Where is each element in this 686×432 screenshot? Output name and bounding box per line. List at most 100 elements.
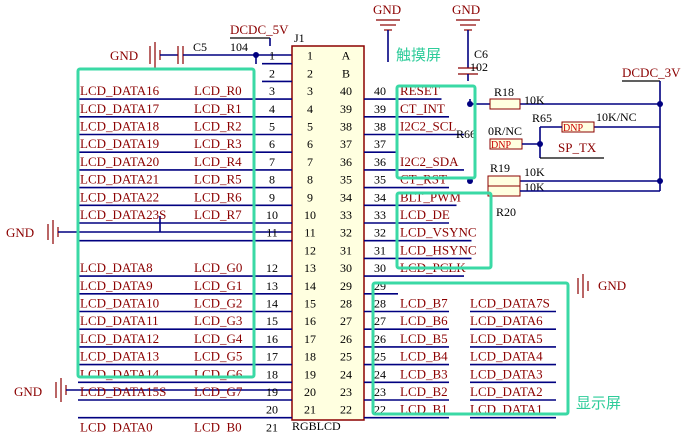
connector-pin-right: 34: [340, 190, 352, 204]
pin-number-left: 12: [266, 261, 278, 275]
pin-number-left: 8: [269, 173, 275, 187]
gnd-symbol-top-2: [456, 19, 480, 31]
connector-ref: J1: [294, 31, 305, 45]
net-label-int: LCD_R3: [194, 136, 242, 151]
net-label-ext: LCD_DATA11: [80, 313, 159, 328]
pin-number-right: 35: [374, 173, 386, 187]
pin-number-right: 30: [374, 261, 386, 275]
connector-pin-right: 33: [340, 208, 352, 222]
pin-number-left: 7: [269, 155, 275, 169]
net-label-ext: LCD_DATA18: [80, 119, 159, 134]
net-label-ext: LCD_DATA15S: [80, 384, 166, 399]
connector-pin-right: 27: [340, 314, 352, 328]
pin-number-right: 25: [374, 350, 386, 364]
r65-value: 10K/NC: [596, 110, 637, 124]
resistor-r18: [470, 98, 521, 110]
net-label-right: LCD_B4: [400, 349, 448, 364]
c6-ref: C6: [474, 47, 488, 61]
connector-pin-left: 2: [307, 66, 313, 80]
gnd-label-bottom: GND: [14, 384, 42, 399]
dcdc-5v-label: DCDC_5V: [230, 22, 289, 37]
display-note: 显示屏: [576, 394, 621, 412]
resistor-r19: [487, 175, 521, 187]
resistor-r20: [487, 185, 521, 197]
connector-pin-left: 21: [304, 403, 316, 417]
connector-name: RGBLCD: [292, 419, 341, 432]
connector-pin-left: 6: [307, 137, 313, 151]
net-label-blue-data: LCD_DATA2: [470, 384, 543, 399]
net-label-ext: LCD_DATA9: [80, 278, 153, 293]
r18-value: 10K: [524, 93, 545, 107]
pin-number-left: 2: [269, 66, 275, 80]
pin-number-right: 24: [374, 367, 386, 381]
net-label-right: LCD_B7: [400, 296, 448, 311]
net-label-blue-data: LCD_DATA7S: [470, 296, 550, 311]
net-label-int: LCD_G3: [194, 313, 242, 328]
connector-pin-left: 8: [307, 173, 313, 187]
net-label-ext: LCD_DATA21: [80, 172, 159, 187]
connector-pin-left: 19: [304, 367, 316, 381]
connector-pin-left: 14: [304, 279, 316, 293]
pin-number-left: 20: [266, 403, 278, 417]
net-label-ext: LCD_DATA19: [80, 136, 159, 151]
pin-number-left: 11: [266, 226, 278, 240]
pin-number-right: 32: [374, 226, 386, 240]
touch-screen-note: 触摸屏: [396, 46, 441, 64]
r20-ref: R20: [496, 205, 516, 219]
net-label-ext: LCD_DATA10: [80, 296, 159, 311]
net-label-right: LCD_HSYNC: [400, 242, 477, 257]
net-label-int: LCD_G7: [194, 384, 243, 399]
gnd-label-top-1: GND: [373, 2, 401, 17]
net-label-int: LCD_G0: [194, 260, 242, 275]
net-label-ext: LCD_DATA12: [80, 331, 159, 346]
connector-pin-right: 30: [340, 261, 352, 275]
net-label-ext: LCD_DATA16: [80, 83, 160, 98]
connector-pin-left: 15: [304, 297, 316, 311]
connector-body: [291, 45, 365, 421]
connector-pin-left: 20: [304, 385, 316, 399]
pin-number-left: 16: [266, 332, 278, 346]
highlight-touch: [395, 84, 477, 180]
connector-pin-right: B: [342, 66, 350, 80]
pin-number-right: 34: [374, 190, 386, 204]
pin-number-right: 31: [374, 243, 386, 257]
connector-pin-right: 23: [340, 385, 352, 399]
net-label-int: LCD_R5: [194, 172, 242, 187]
net-label-right: I2C2_SDA: [400, 154, 459, 169]
gnd-symbol-top-1: [376, 19, 400, 31]
connector-pin-right: 35: [340, 173, 352, 187]
r20-value: 10K: [524, 180, 545, 194]
net-label-int: LCD_G1: [194, 278, 242, 293]
pin-number-left: 15: [266, 314, 278, 328]
r18-ref: R18: [494, 85, 514, 99]
pin-number-left: 6: [269, 137, 275, 151]
net-label-right: CT_INT: [400, 101, 445, 116]
net-label-ext: LCD_DATA13: [80, 349, 159, 364]
connector-pin-right: 26: [340, 332, 352, 346]
pin-number-right: 29: [374, 279, 386, 293]
net-label-int: LCD_G5: [194, 349, 242, 364]
gnd-label-right: GND: [598, 278, 626, 293]
pin-number-right: 37: [374, 137, 386, 151]
sp-tx-net: SP_TX: [558, 140, 597, 155]
connector-pin-left: 16: [304, 314, 316, 328]
pin-number-right: 39: [374, 102, 386, 116]
net-label-int: LCD_R6: [194, 189, 242, 204]
r66-dnp: DNP: [491, 140, 511, 151]
gnd-symbol-left: [47, 220, 59, 244]
dcdc-3v-label: DCDC_3V: [622, 65, 681, 80]
net-label-int: LCD_R7: [194, 207, 242, 222]
connector-pin-right: 36: [340, 155, 352, 169]
net-label-right: LCD_B3: [400, 366, 448, 381]
connector-pin-right: 38: [340, 120, 352, 134]
pin-number-left: 3: [269, 84, 275, 98]
net-label-right: LCD_B2: [400, 384, 448, 399]
net-label-right: LCD_B6: [400, 313, 448, 328]
net-label-blue-data: LCD_DATA5: [470, 331, 543, 346]
gnd-symbol-right: [577, 274, 589, 298]
connector-pin-left: 4: [307, 102, 313, 116]
pin-number-left: 9: [269, 190, 275, 204]
connector-pin-left: 10: [304, 208, 316, 222]
connector-pin-right: 37: [340, 137, 352, 151]
